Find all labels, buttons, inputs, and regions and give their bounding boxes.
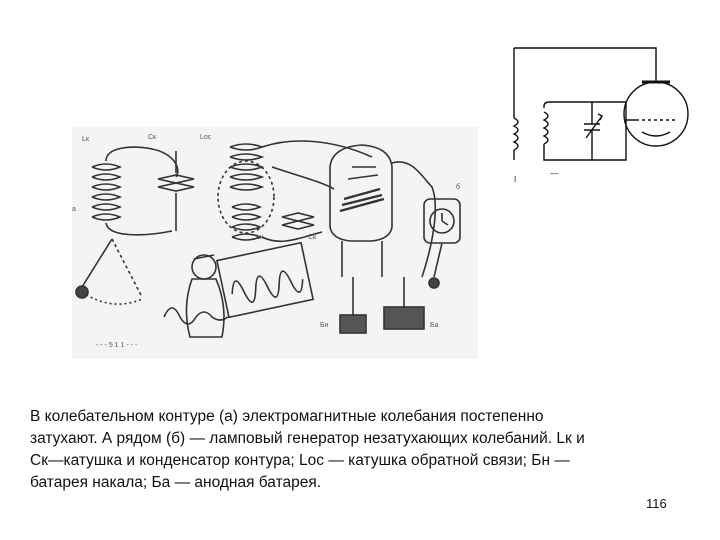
label-bn: Бн (320, 322, 329, 329)
label-ck2: Ск (308, 234, 317, 241)
label-loc: Lос (200, 134, 212, 141)
page-number: 116 (646, 496, 667, 511)
tube-schematic: I — (506, 42, 694, 190)
caption-line: В колебательном контуре (а) электромагни… (30, 408, 544, 425)
label-a: а (72, 206, 76, 213)
caption-line: Ск—катушка и конденсатор контура; Lос — … (30, 452, 570, 469)
circuit-illustration: Lк Ск Lос Ск Lк Бн Ба а б - - - 5 1 1 - … (72, 127, 478, 359)
caption-line: батарея накала; Ба — анодная батарея. (30, 474, 322, 491)
label-b: б (456, 183, 460, 191)
schematic-mark: I (514, 175, 516, 184)
tube-schematic-drawing: I — (512, 47, 689, 184)
label-ba: Ба (430, 322, 439, 329)
caption-line: затухают. А рядом (б) — ламповый генерат… (30, 430, 585, 447)
label-lk2: Lк (256, 234, 264, 241)
label-bottom: - - - 5 1 1 - - - (96, 342, 138, 349)
circuit-illustration-drawing: Lк Ск Lос Ск Lк Бн Ба а б - - - 5 1 1 - … (72, 134, 461, 349)
schematic-dash: — (550, 169, 558, 178)
figure-caption: В колебательном контуре (а) электромагни… (30, 406, 670, 494)
label-ck: Ск (148, 134, 157, 141)
label-lk: Lк (82, 136, 90, 143)
